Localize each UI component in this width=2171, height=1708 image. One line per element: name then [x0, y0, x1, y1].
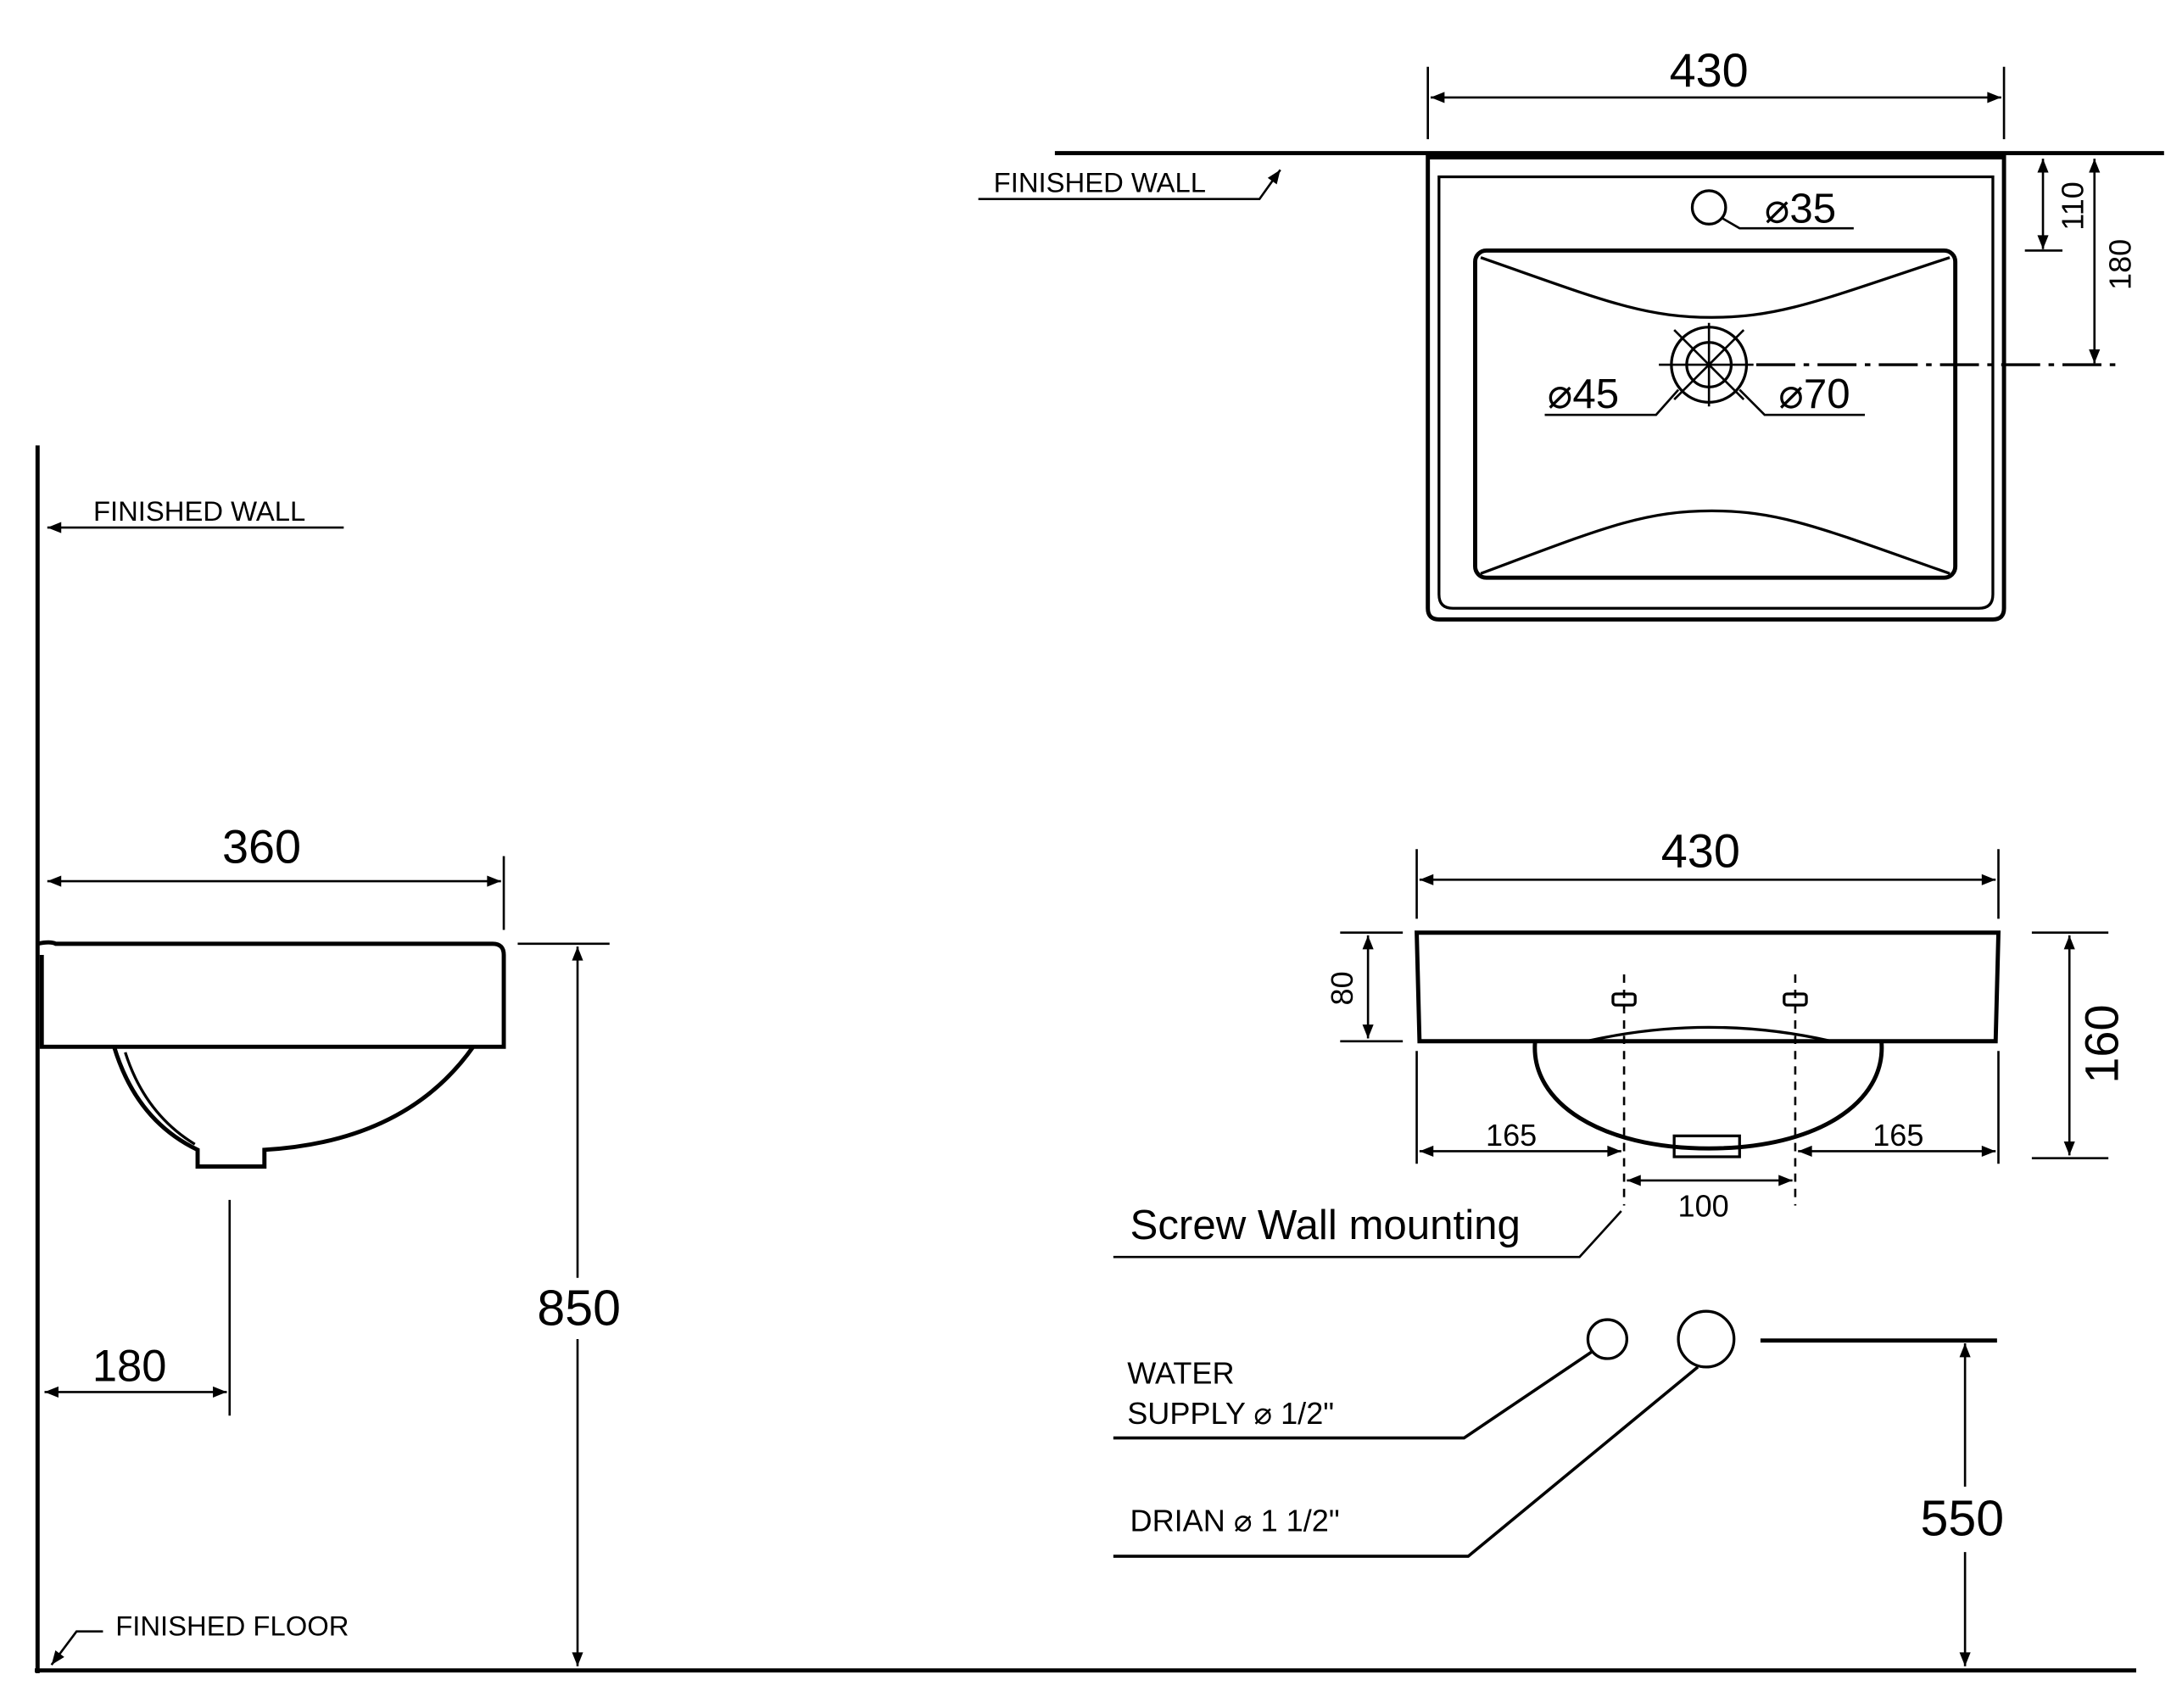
- water-label-line2: SUPPLY ⌀ 1/2": [1127, 1396, 1334, 1431]
- drain-inner-leader: [1544, 388, 1680, 416]
- side-bowl: [112, 1045, 475, 1169]
- screw-leader: [1113, 1210, 1622, 1259]
- screw-mounting-label: Screw Wall mounting: [1130, 1202, 1521, 1248]
- front-view: 430 80 160 165 165 100 Screw Wall mounti…: [1113, 824, 2129, 1259]
- overflow-leader: [1722, 217, 1854, 230]
- drain-inner-diameter: ⌀45: [1548, 371, 1619, 417]
- left-offset-dim: 165: [1486, 1118, 1537, 1153]
- bowl-top-curve: [1480, 256, 1951, 319]
- front-bowl-inner: [1586, 1025, 1832, 1043]
- overflow-diameter: ⌀35: [1765, 186, 1836, 232]
- right-offset-dim: 165: [1872, 1118, 1923, 1153]
- side-wall-label: FINISHED WALL: [93, 495, 305, 527]
- floor-label: FINISHED FLOOR: [115, 1610, 349, 1642]
- side-basin-body: [36, 940, 506, 1049]
- drain-label: DRIAN ⌀ 1 1/2": [1130, 1504, 1340, 1538]
- wall-leader-arrow-icon: [978, 169, 1281, 201]
- rim-height-dim: 80: [1325, 971, 1359, 1005]
- front-drain-outlet: [1672, 1134, 1741, 1158]
- drain-offset-dim: 180: [2102, 239, 2137, 290]
- front-basin-body: [1415, 930, 2001, 1044]
- total-height-dim: 160: [2075, 1004, 2129, 1083]
- top-wall-label: FINISHED WALL: [994, 167, 1206, 198]
- front-width-dim: 430: [1661, 824, 1740, 878]
- overflow-offset-dim: 110: [2056, 181, 2090, 231]
- drain-outer-leader: [1738, 388, 1865, 416]
- overflow-hole-icon: [1690, 189, 1727, 226]
- side-bowl-inner: [124, 1052, 196, 1146]
- water-supply-pipe-icon: [1586, 1318, 1628, 1360]
- drain-icon: [1659, 322, 1754, 407]
- drain-pipe-icon: [1677, 1309, 1736, 1369]
- basin-outline: [1426, 155, 2006, 622]
- screw-spacing-dim: 100: [1678, 1189, 1729, 1224]
- top-view: 430 FINISHED WALL ⌀35 ⌀45 ⌀70 110 180: [978, 43, 2164, 622]
- side-height-dim: 850: [537, 1281, 621, 1337]
- side-view: FINISHED WALL 360 180 850 FINISHED FLOOR: [35, 445, 2136, 1673]
- pipe-positions: 550 WATER SUPPLY ⌀ 1/2" DRIAN ⌀ 1 1/2": [1113, 1309, 2005, 1666]
- bowl-bottom-curve: [1480, 509, 1951, 575]
- water-leader: [1113, 1350, 1593, 1440]
- pipe-height-dim: 550: [1921, 1490, 2005, 1546]
- water-label-line1: WATER: [1127, 1356, 1234, 1391]
- side-drain-offset-dim: 180: [92, 1341, 167, 1391]
- bowl-outline: [1473, 248, 1958, 580]
- drain-leader: [1113, 1365, 1699, 1558]
- floor-leader-arrow-icon: [50, 1630, 103, 1666]
- side-depth-dim: 360: [222, 820, 301, 874]
- drain-outer-diameter: ⌀70: [1778, 371, 1850, 417]
- front-bowl: [1532, 1042, 1884, 1151]
- top-width-dim: 430: [1670, 43, 1749, 97]
- basin-rim: [1437, 175, 1995, 610]
